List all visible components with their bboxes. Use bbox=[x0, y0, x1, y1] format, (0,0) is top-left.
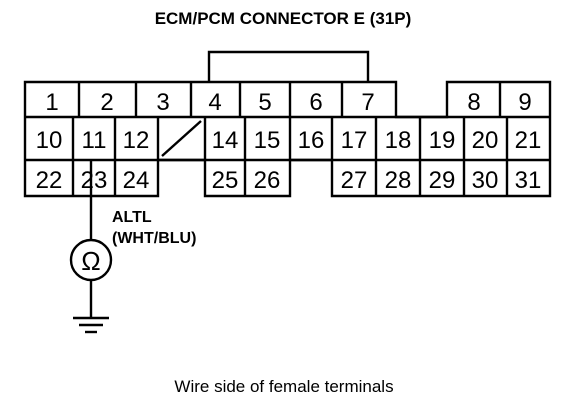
wire-label-color: (WHT/BLU) bbox=[112, 230, 196, 247]
pin-label: 15 bbox=[254, 127, 281, 154]
pin-label: 7 bbox=[361, 89, 374, 116]
pin-label: 8 bbox=[467, 89, 480, 116]
pin-label: 19 bbox=[429, 127, 456, 154]
pin-label: 21 bbox=[515, 127, 542, 154]
pin-label: 28 bbox=[385, 167, 412, 194]
pin-label: 26 bbox=[254, 167, 281, 194]
pin-label: 24 bbox=[123, 167, 150, 194]
pin-labels: 1 2 3 4 5 6 7 8 9 10 11 12 14 15 16 17 1… bbox=[36, 89, 542, 194]
row-1-dividers bbox=[77, 82, 502, 117]
pin-label: 3 bbox=[156, 89, 169, 116]
pin-label: 17 bbox=[341, 127, 368, 154]
pin-label: 14 bbox=[212, 127, 239, 154]
pin-label: 4 bbox=[208, 89, 221, 116]
pin-label: 25 bbox=[212, 167, 239, 194]
row-3-dividers bbox=[71, 160, 509, 196]
pin-label: 20 bbox=[472, 127, 499, 154]
pin-label: 16 bbox=[298, 127, 325, 154]
pin-label: 30 bbox=[472, 167, 499, 194]
ohmmeter-icon: Ω bbox=[69, 238, 113, 282]
diagram-caption: Wire side of female terminals bbox=[174, 377, 393, 396]
pin-label: 29 bbox=[429, 167, 456, 194]
pin-label: 23 bbox=[81, 167, 108, 194]
pin-label: 6 bbox=[309, 89, 322, 116]
pin-label: 10 bbox=[36, 127, 63, 154]
connector-lock-tab bbox=[207, 50, 370, 82]
pin-label: 18 bbox=[385, 127, 412, 154]
diagram-title: ECM/PCM CONNECTOR E (31P) bbox=[155, 9, 412, 28]
pin-label: 5 bbox=[258, 89, 271, 116]
wire-label-name: ALTL bbox=[112, 209, 152, 226]
ohm-symbol: Ω bbox=[81, 246, 100, 276]
pin-label: 12 bbox=[123, 127, 150, 154]
pin-label: 27 bbox=[341, 167, 368, 194]
pin-label: 1 bbox=[45, 89, 58, 116]
pin-label: 11 bbox=[82, 127, 107, 154]
pin-label: 9 bbox=[518, 89, 531, 116]
row-2-dividers bbox=[71, 117, 509, 160]
ground-icon bbox=[73, 316, 109, 334]
pin-label: 31 bbox=[515, 167, 542, 194]
pin-label: 22 bbox=[36, 167, 63, 194]
pin-label: 2 bbox=[100, 89, 113, 116]
unused-cavity-slash bbox=[161, 120, 202, 157]
